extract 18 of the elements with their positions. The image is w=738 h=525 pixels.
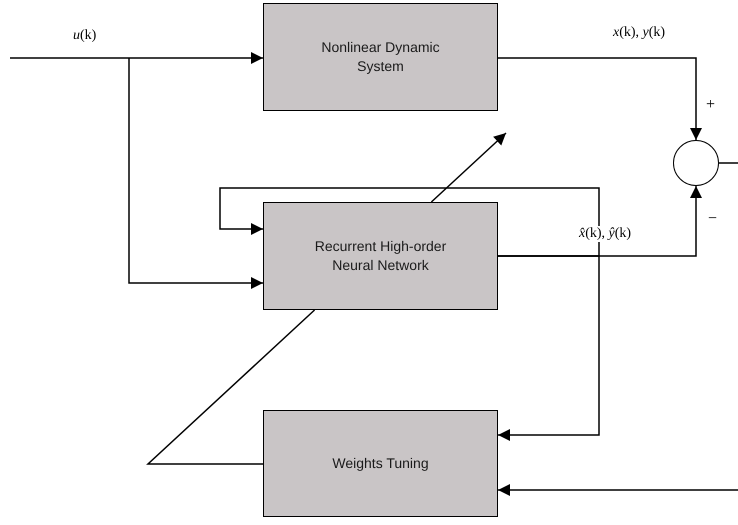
process-box — [263, 202, 498, 310]
arrow — [498, 255, 600, 441]
box-label: Nonlinear Dynamic System — [320, 38, 441, 76]
box-label: Weights Tuning — [332, 454, 429, 473]
edge-label: u(k) — [72, 28, 98, 44]
arrow — [498, 57, 702, 140]
summing-junction — [673, 140, 719, 186]
connector-line — [719, 162, 738, 164]
process-box — [263, 3, 498, 111]
arrow — [128, 58, 263, 289]
arrow — [10, 52, 263, 64]
arrow — [219, 187, 600, 257]
process-box — [263, 410, 498, 517]
connector-line — [146, 309, 316, 465]
box-label: Recurrent High-order Neural Network — [314, 237, 448, 275]
edge-label: x(k), y(k) — [612, 25, 666, 41]
arrow — [498, 484, 738, 496]
edge-label: x̂(k), ŷ(k) — [578, 226, 632, 242]
